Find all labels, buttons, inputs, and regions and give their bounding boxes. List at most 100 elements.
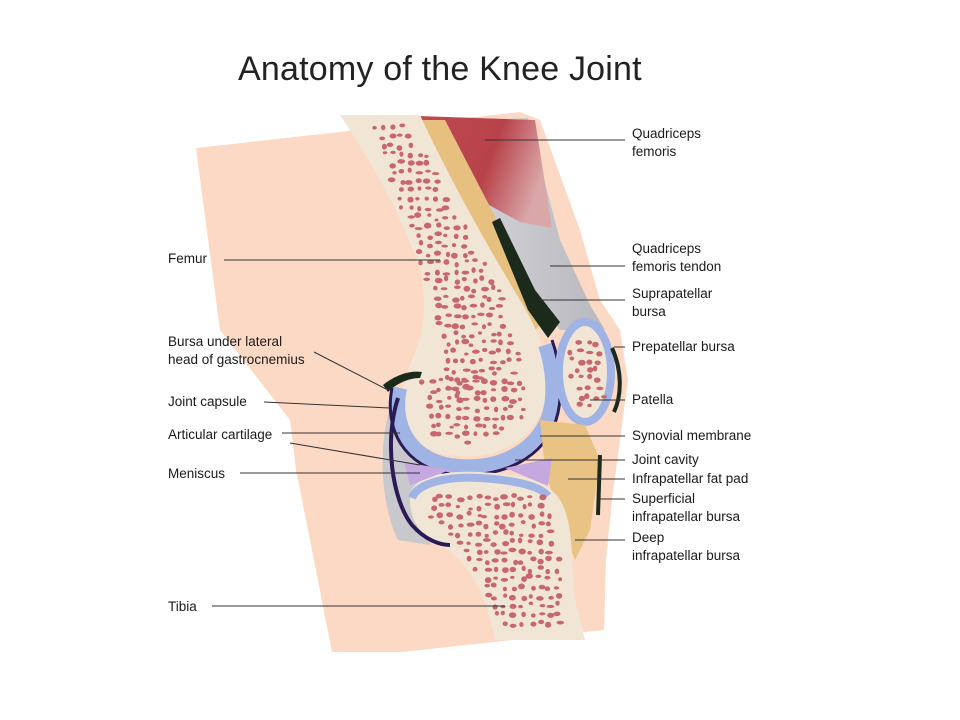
marrow-speck — [578, 374, 584, 378]
marrow-speck — [434, 231, 443, 236]
marrow-speck — [494, 521, 500, 526]
marrow-speck — [535, 574, 542, 578]
marrow-speck — [544, 575, 551, 580]
marrow-speck — [415, 178, 422, 184]
marrow-speck — [490, 596, 497, 601]
marrow-speck — [404, 180, 413, 185]
marrow-speck — [468, 334, 475, 339]
marrow-speck — [454, 434, 461, 439]
marrow-speck — [418, 153, 424, 158]
marrow-speck — [456, 407, 462, 412]
marrow-speck — [407, 152, 413, 159]
marrow-speck — [578, 359, 586, 366]
marrow-speck — [454, 314, 462, 319]
label-tibia: Tibia — [168, 599, 197, 614]
marrow-speck — [536, 539, 544, 546]
marrow-speck — [483, 523, 489, 530]
marrow-speck — [517, 560, 524, 565]
marrow-speck — [452, 215, 457, 220]
marrow-speck — [427, 235, 434, 241]
bursa-gastrocnemius-shape — [383, 371, 422, 392]
marrow-speck — [483, 431, 489, 437]
marrow-speck — [484, 495, 492, 500]
marrow-speck — [515, 351, 521, 356]
marrow-speck — [545, 621, 552, 628]
marrow-speck — [464, 440, 472, 445]
marrow-speck — [434, 277, 443, 284]
marrow-speck — [472, 349, 480, 354]
marrow-speck — [528, 601, 534, 605]
marrow-speck — [539, 494, 547, 501]
marrow-speck — [460, 295, 465, 301]
marrow-speck — [471, 322, 479, 326]
marrow-speck — [484, 533, 489, 538]
marrow-speck — [587, 367, 594, 373]
marrow-speck — [521, 576, 527, 582]
marrow-speck — [464, 352, 469, 356]
superficial-infrapatellar-bursa-shape — [596, 454, 602, 516]
marrow-speck — [455, 415, 462, 421]
marrow-speck — [486, 312, 493, 318]
marrow-speck — [492, 431, 500, 436]
marrow-speck — [471, 314, 476, 319]
marrow-speck — [427, 243, 433, 249]
marrow-speck — [592, 341, 599, 348]
marrow-speck — [381, 143, 387, 150]
marrow-speck — [434, 218, 439, 222]
prepatellar-bursa-shape — [610, 347, 622, 413]
infrapatellar-fat-pad-shape — [540, 420, 600, 560]
marrow-speck — [463, 406, 470, 410]
marrow-speck — [484, 577, 492, 584]
marrow-speck — [481, 515, 488, 519]
marrow-speck — [502, 621, 508, 627]
marrow-speck — [473, 278, 478, 284]
marrow-speck — [404, 133, 412, 139]
marrow-speck — [407, 167, 412, 173]
marrow-speck — [475, 531, 482, 537]
marrow-speck — [587, 373, 593, 380]
marrow-speck — [397, 159, 406, 164]
marrow-speck — [547, 513, 552, 520]
marrow-speck — [436, 422, 441, 428]
marrow-speck — [527, 539, 533, 543]
marrow-speck — [475, 520, 483, 526]
marrow-speck — [430, 390, 438, 394]
marrow-speck — [435, 399, 443, 404]
marrow-speck — [458, 523, 464, 528]
marrow-speck — [509, 530, 514, 536]
marrow-speck — [379, 136, 386, 141]
marrow-speck — [490, 582, 497, 588]
marrow-speck — [443, 349, 449, 354]
marrow-speck — [519, 533, 524, 537]
marrow-speck — [496, 366, 502, 371]
marrow-speck — [446, 342, 451, 347]
marrow-speck — [594, 360, 601, 366]
marrow-speck — [500, 414, 506, 421]
marrow-speck — [441, 244, 449, 248]
marrow-speck — [435, 431, 442, 437]
marrow-speck — [508, 547, 517, 553]
marrow-speck — [490, 396, 497, 402]
marrow-speck — [434, 315, 442, 321]
label-patella: Patella — [632, 392, 674, 407]
marrow-speck — [443, 294, 449, 298]
joint-capsule-line — [388, 397, 451, 547]
marrow-speck — [453, 423, 461, 427]
marrow-speck — [448, 532, 454, 536]
marrow-speck — [530, 613, 536, 618]
marrow-speck — [431, 505, 438, 512]
marrow-speck — [507, 341, 514, 346]
marrow-speck — [518, 548, 526, 555]
marrow-speck — [498, 339, 503, 346]
marrow-speck — [463, 548, 470, 553]
marrow-speck — [396, 145, 403, 151]
marrow-speck — [578, 395, 586, 402]
marrow-speck — [478, 268, 484, 273]
marrow-speck — [436, 512, 444, 519]
marrow-speck — [569, 356, 575, 361]
femur-cartilage — [391, 342, 560, 474]
marrow-speck — [494, 549, 501, 555]
marrow-speck — [509, 566, 517, 573]
marrow-speck — [530, 621, 537, 627]
patella-shape — [555, 318, 615, 426]
